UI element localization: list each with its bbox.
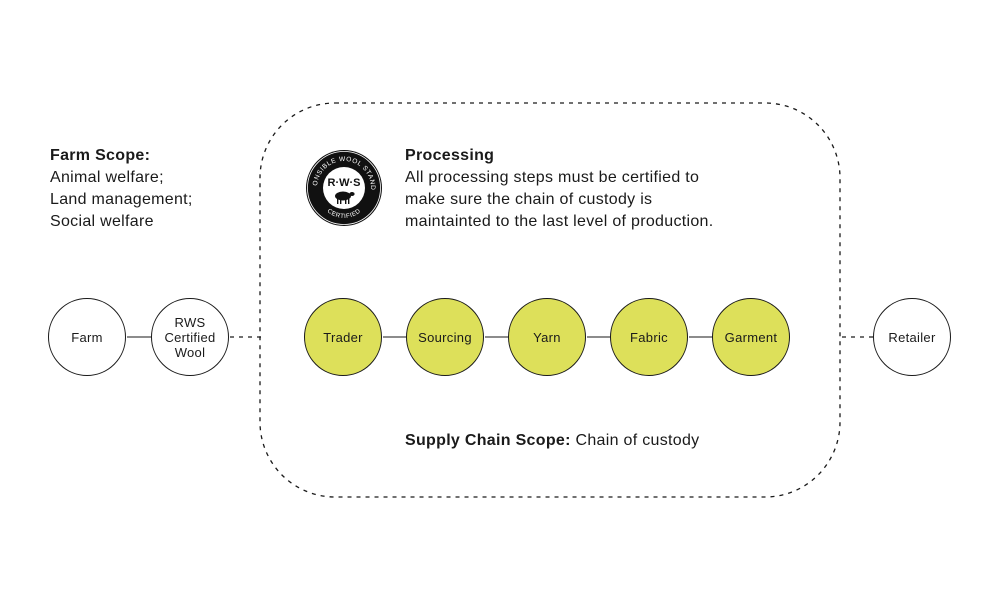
retailer-node-label: Retailer xyxy=(888,329,936,345)
sourcing-step-node: Sourcing xyxy=(406,298,484,376)
farm-scope-text: Farm Scope: Animal welfare; Land managem… xyxy=(50,145,193,233)
farm-scope-item: Land management; xyxy=(50,191,193,208)
supply-chain-scope-caption: Supply Chain Scope: Chain of custody xyxy=(405,432,699,450)
step-label: Trader xyxy=(323,329,363,345)
trader-step-node: Trader xyxy=(304,298,382,376)
rws-certified-wool-label: RWS Certified Wool xyxy=(164,314,216,360)
retailer-node: Retailer xyxy=(873,298,951,376)
step-label: Garment xyxy=(724,329,778,345)
farm-scope-heading: Farm Scope: xyxy=(50,147,151,164)
yarn-step-node: Yarn xyxy=(508,298,586,376)
processing-text: Processing All processing steps must be … xyxy=(405,145,785,233)
step-label: Sourcing xyxy=(418,329,472,345)
logo-main-text: R·W·S xyxy=(328,177,361,189)
supply-chain-scope-boundary xyxy=(259,102,841,498)
processing-heading: Processing xyxy=(405,147,495,164)
step-label: Fabric xyxy=(630,329,668,345)
supply-chain-scope-value: Chain of custody xyxy=(570,432,700,449)
garment-step-node: Garment xyxy=(712,298,790,376)
farm-scope-item: Social welfare xyxy=(50,213,154,230)
step-label: Yarn xyxy=(533,329,561,345)
supply-chain-scope-label: Supply Chain Scope: xyxy=(405,432,571,449)
rws-certified-logo: RESPONSIBLE WOOL STANDARD R·W·S CERTIFIE… xyxy=(302,144,383,227)
rws-certified-wool-node: RWS Certified Wool xyxy=(151,298,229,376)
farm-node-label: Farm xyxy=(71,329,103,345)
processing-description: All processing steps must be certified t… xyxy=(405,169,714,230)
fabric-step-node: Fabric xyxy=(610,298,688,376)
farm-node: Farm xyxy=(48,298,126,376)
sheep-icon xyxy=(335,191,355,204)
farm-scope-item: Animal welfare; xyxy=(50,169,164,186)
